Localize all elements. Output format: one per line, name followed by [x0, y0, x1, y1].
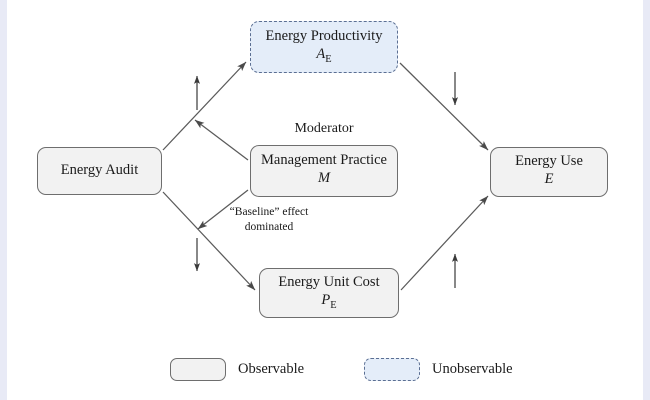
figure-canvas: Energy Audit Energy Productivity AE Mana… [7, 0, 643, 400]
node-energy-productivity-symbol: AE [316, 46, 331, 66]
legend-item-unobservable: Unobservable [364, 358, 513, 381]
baseline-annotation-line1: “Baseline” effect [229, 206, 309, 218]
node-energy-audit-title: Energy Audit [60, 162, 139, 179]
edge-audit-to-unit-cost [162, 191, 256, 291]
node-energy-productivity[interactable]: Energy Productivity AE [250, 21, 398, 73]
legend: Observable Unobservable [7, 358, 643, 396]
node-energy-use[interactable]: Energy Use E [490, 147, 608, 197]
edge-unit-cost-to-energy-use [400, 195, 489, 291]
edge-audit-to-productivity [162, 61, 247, 151]
symbol-base: A [316, 45, 326, 62]
symbol-subscript: E [330, 299, 337, 311]
legend-label-observable: Observable [238, 361, 305, 377]
baseline-annotation-line2: dominated [244, 220, 294, 233]
node-management-practice[interactable]: Management Practice M [250, 145, 398, 197]
node-energy-unit-cost[interactable]: Energy Unit Cost PE [259, 268, 399, 318]
legend-label-unobservable: Unobservable [432, 361, 513, 377]
symbol-base: M [317, 169, 331, 186]
legend-swatch-observable [170, 358, 226, 381]
node-energy-unit-cost-title: Energy Unit Cost [278, 273, 380, 290]
edge-moderator-on-upper-path [194, 119, 249, 161]
symbol-base: P [321, 291, 331, 308]
legend-item-observable: Observable [170, 358, 304, 381]
symbol-subscript: E [325, 53, 332, 65]
legend-swatch-unobservable [364, 358, 420, 381]
node-energy-use-symbol: E [545, 171, 554, 191]
baseline-effect-annotation: “Baseline” effect dominated [210, 205, 328, 234]
node-energy-unit-cost-symbol: PE [321, 292, 336, 312]
node-energy-use-title: Energy Use [515, 152, 583, 169]
symbol-base: E [544, 170, 554, 187]
edge-productivity-to-energy-use [399, 62, 489, 151]
node-management-practice-title: Management Practice [260, 151, 387, 168]
edge-moderator-on-lower-path [197, 189, 249, 230]
diagram-edges-layer [162, 61, 489, 291]
node-energy-audit[interactable]: Energy Audit [37, 147, 162, 195]
node-management-practice-symbol: M [318, 170, 330, 190]
moderator-label: Moderator [294, 121, 354, 136]
node-energy-productivity-title: Energy Productivity [265, 27, 383, 44]
